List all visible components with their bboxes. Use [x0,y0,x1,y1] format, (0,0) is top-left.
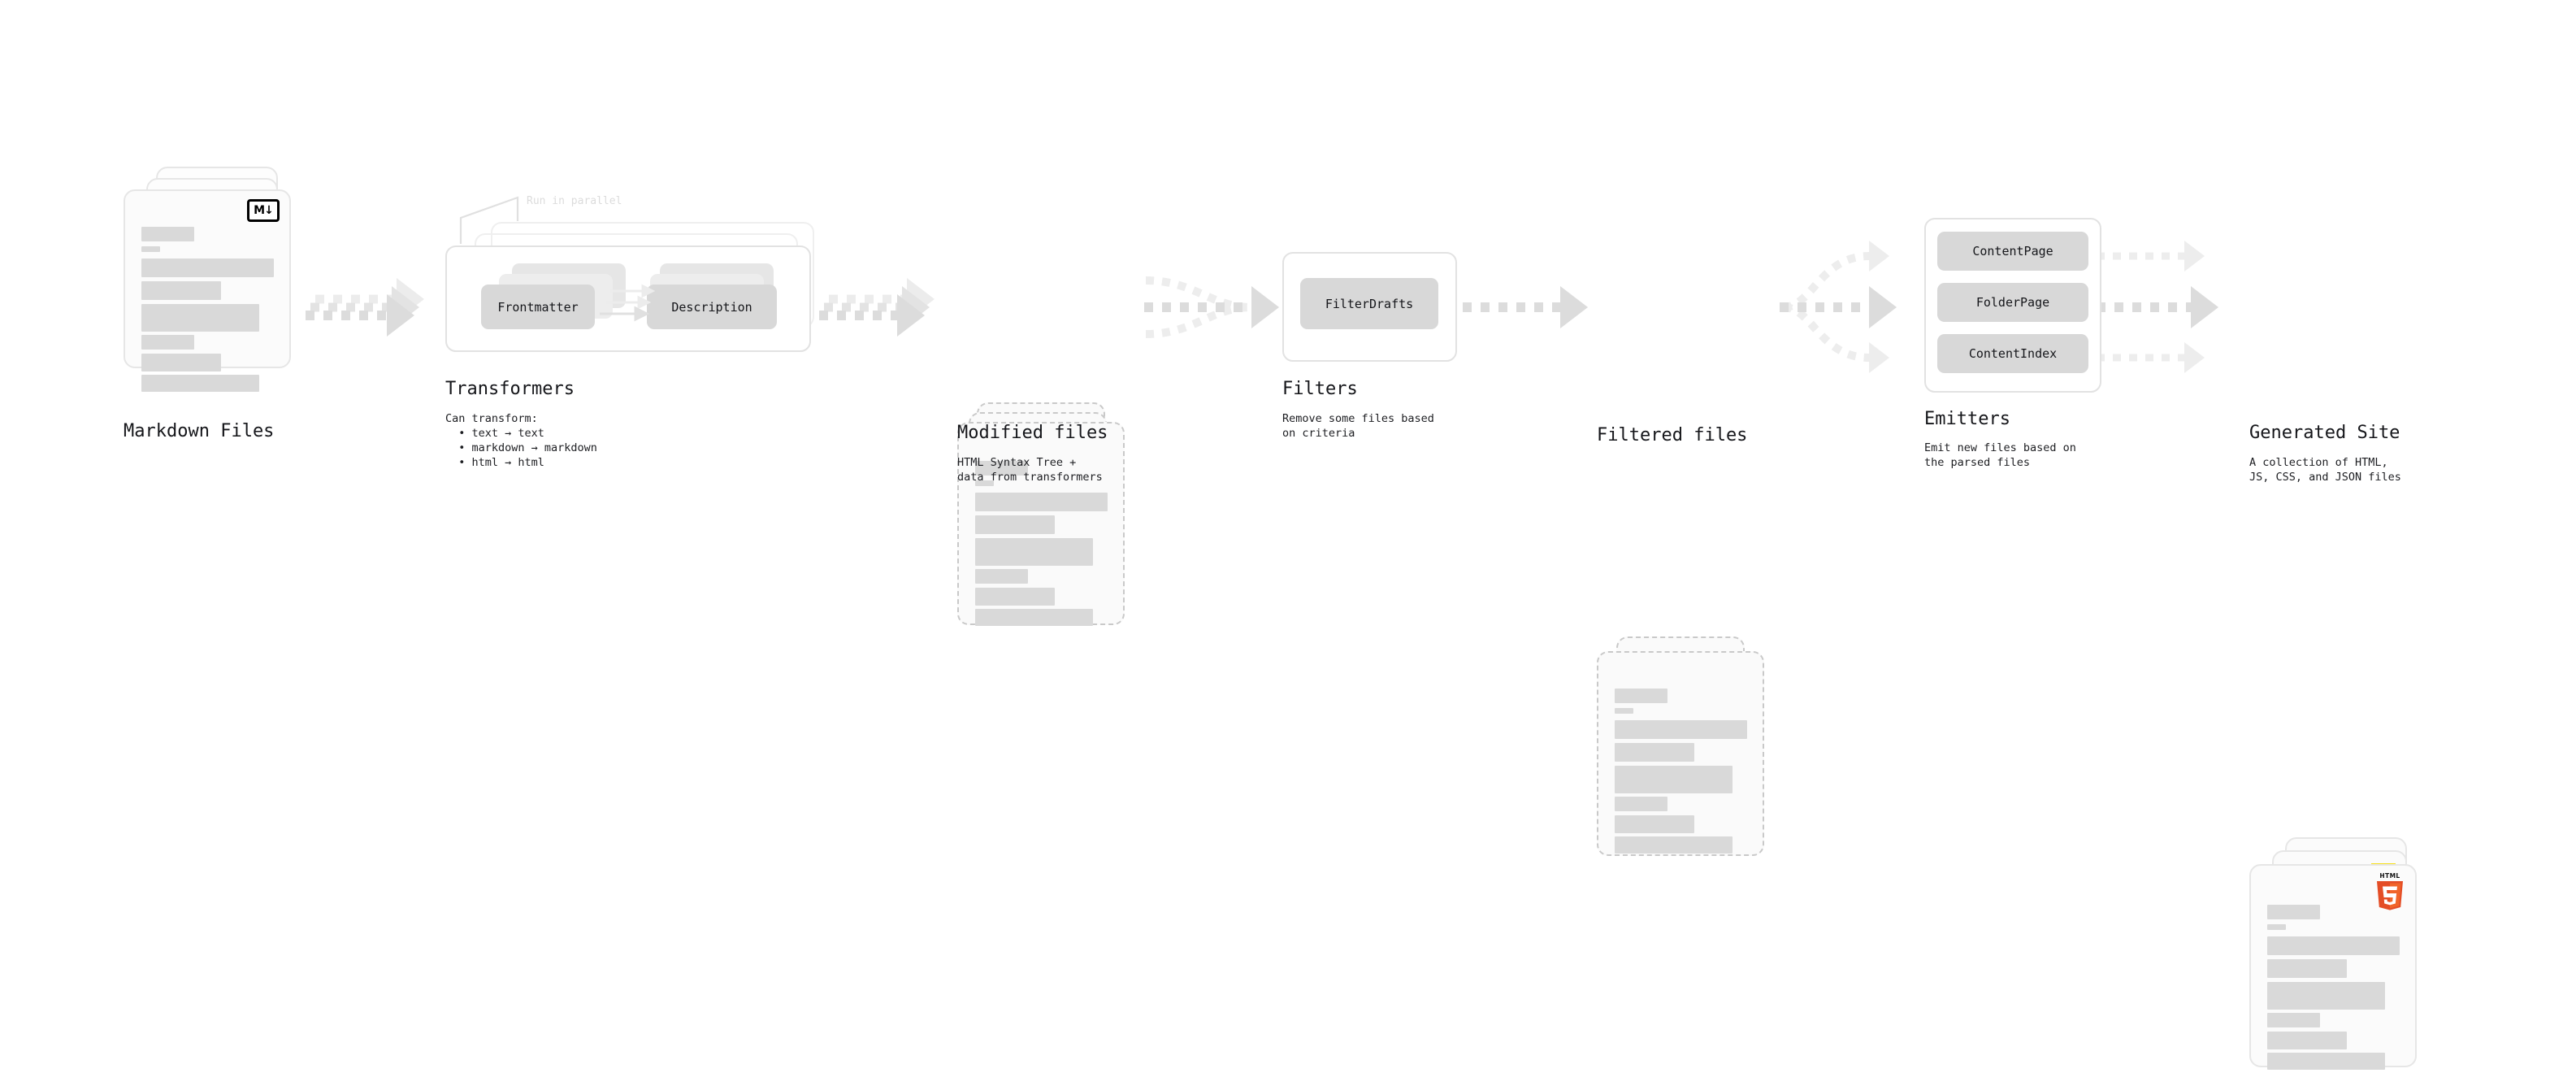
stage-markdown-files: M↓ [124,167,310,392]
content-bar [141,258,274,277]
stage-transformers: Frontmatter Description [445,198,827,352]
transformer-chip-frontmatter[interactable]: Frontmatter [481,285,595,329]
emitter-chip-contentindex[interactable]: ContentIndex [1937,334,2088,373]
content-bar [141,354,221,371]
label-modified-files: Modified files [957,423,1108,443]
content-bar [141,375,259,392]
arrow-filtered-to-emitters [1780,241,1897,373]
site-card-html: HTML [2249,864,2417,1070]
label-emitters: Emitters [1924,409,2010,429]
content-bar [1615,689,1667,703]
markdown-badge: M↓ [247,199,280,222]
desc-emitters: Emit new files based on the parsed files [1924,441,2076,469]
content-bar [975,609,1093,626]
stage-modified-files [957,402,1144,630]
stage-filtered-files [1597,636,1784,864]
content-bar [2267,959,2347,978]
content-bar [1615,797,1667,811]
content-bar [141,246,160,252]
content-bar [2267,924,2286,930]
stage-emitters: ContentPage FolderPage ContentIndex [1924,218,2111,397]
content-bar [2267,905,2320,919]
transformer-chip-description[interactable]: Description [647,285,777,329]
content-bar [2267,982,2385,1010]
content-bar [1615,815,1694,833]
content-bar [975,461,1028,476]
filtered-card-front [1597,651,1764,856]
desc-generated-site: A collection of HTML, JS, CSS, and JSON … [2249,456,2401,484]
content-bar [2267,1013,2320,1027]
content-bar [1615,708,1633,714]
content-bar [141,227,194,241]
arrow-markdown-to-transformers [306,278,424,337]
content-bar [1615,766,1733,793]
arrow-modified-to-filters [1144,276,1279,338]
content-bar [1615,743,1694,762]
label-generated-site: Generated Site [2249,423,2400,443]
arrow-filters-to-filtered [1463,286,1588,328]
content-bar [2267,1053,2385,1070]
content-bar [975,493,1108,511]
content-bar [141,335,194,350]
markdown-card-front: M↓ [124,189,291,392]
stage-filters: FilterDrafts [1282,252,1461,366]
pipeline-diagram: M↓ Markdown Files Frontmatter Descriptio… [124,167,2417,1070]
content-bar [2267,1032,2347,1049]
desc-modified-files: HTML Syntax Tree + data from transformer… [957,456,1103,484]
arrow-transformers-to-modified [819,278,935,337]
content-bar [1615,836,1733,854]
content-bar [975,480,994,486]
content-bar [975,515,1055,534]
label-filters: Filters [1282,379,1358,399]
label-transformers: Transformers [445,379,575,399]
content-bar [975,569,1028,584]
content-bar [141,304,259,332]
label-markdown-files: Markdown Files [124,421,275,441]
emitter-chip-folderpage[interactable]: FolderPage [1937,283,2088,322]
modified-card-front [957,422,1125,626]
emitter-chip-contentpage[interactable]: ContentPage [1937,232,2088,271]
desc-transformers: Can transform: • text → text • markdown … [445,412,597,469]
content-bar [1615,720,1747,739]
content-bar [975,588,1055,606]
desc-filters: Remove some files based on criteria [1282,412,1434,440]
filter-chip-filterdrafts[interactable]: FilterDrafts [1300,278,1438,329]
content-bar [975,538,1093,566]
arrow-emitters-to-site [2097,241,2218,373]
label-filtered-files: Filtered files [1597,425,1748,445]
stage-generated-site: CSS HTML [2249,837,2444,1073]
svg-text:HTML: HTML [2379,872,2400,880]
html5-badge: HTML [2377,872,2403,910]
label-run-in-parallel: Run in parallel [527,195,622,207]
content-bar [141,281,221,300]
content-bar [2267,936,2400,955]
